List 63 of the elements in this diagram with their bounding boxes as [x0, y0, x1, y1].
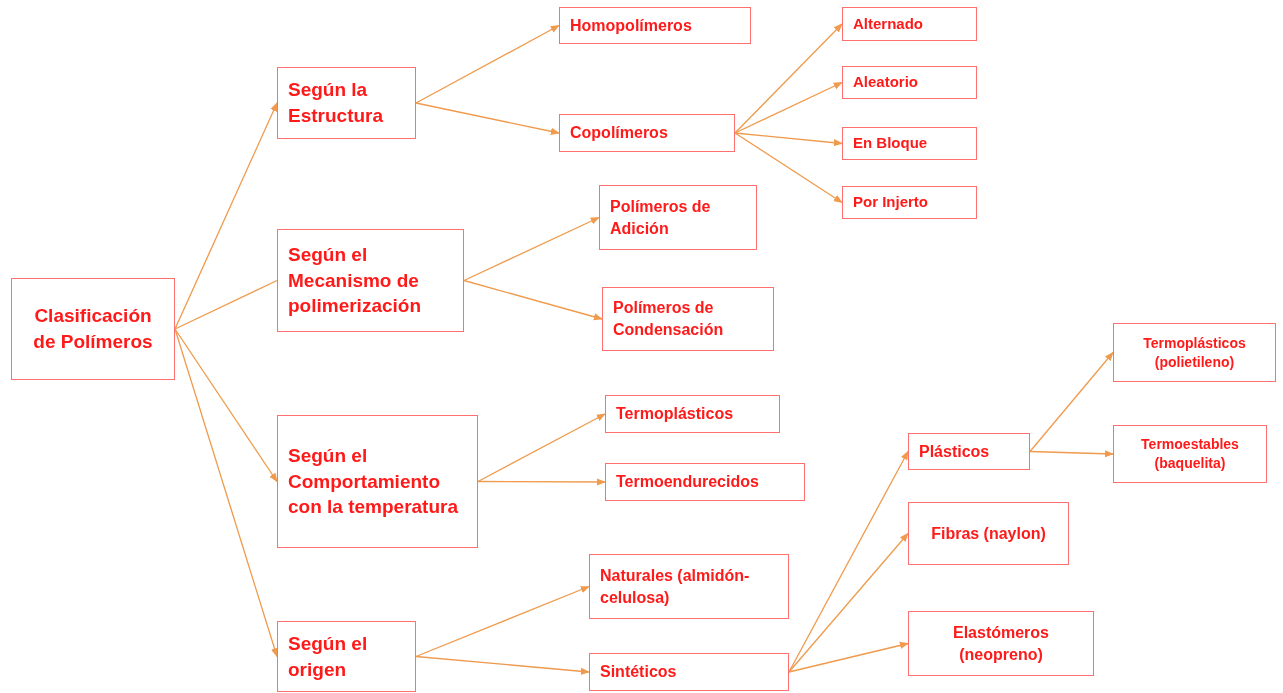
category-label: Clasificación de Polímeros — [32, 304, 154, 354]
arrow — [415, 24, 560, 104]
arrow — [734, 23, 843, 134]
category-label: Termoplásticos — [616, 404, 734, 425]
category-label: Según el Comportamiento con la temperatura — [288, 444, 459, 520]
arrow — [174, 328, 278, 483]
category-label: Polímeros de Adición — [610, 196, 712, 239]
arrow — [1029, 351, 1114, 453]
category-box — [589, 653, 789, 691]
category-label: Sintéticos — [600, 662, 677, 683]
category-label: Termoplásticos (polietileno) — [1142, 333, 1247, 372]
category-box — [1113, 425, 1267, 483]
category-box — [599, 185, 757, 250]
arrow — [1029, 450, 1114, 458]
category-label: Polímeros de Condensación — [613, 298, 725, 340]
category-box — [605, 463, 805, 501]
category-label: Aleatorio — [853, 72, 918, 93]
arrow — [734, 132, 843, 147]
arrow — [463, 216, 600, 282]
category-label: En Bloque — [853, 133, 928, 154]
arrow — [477, 413, 606, 483]
category-label: Fibras (naylon) — [931, 523, 1046, 544]
category-box — [277, 415, 478, 548]
category-label: Alternado — [853, 13, 923, 34]
category-box — [559, 114, 735, 152]
category-box — [842, 186, 977, 219]
category-label: Elastómeros (neopreno) — [951, 622, 1050, 665]
arrow — [415, 102, 560, 135]
arrow — [174, 328, 279, 658]
category-box — [842, 7, 977, 41]
category-box — [602, 287, 774, 351]
arrow — [734, 132, 843, 204]
arrow — [788, 641, 909, 673]
category-box — [277, 229, 464, 332]
arrow — [734, 81, 843, 134]
category-box — [842, 127, 977, 160]
category-box — [842, 66, 977, 99]
category-label: Homopolímeros — [570, 15, 692, 36]
category-box — [908, 611, 1094, 676]
arrow — [463, 279, 603, 321]
category-label: Plásticos — [919, 441, 990, 462]
category-box — [908, 502, 1069, 565]
arrow — [415, 655, 590, 675]
category-box — [277, 621, 416, 692]
category-label: Por Injerto — [853, 192, 928, 213]
arrow — [788, 532, 909, 673]
arrow — [477, 478, 606, 486]
category-label: Según el origen — [288, 631, 369, 682]
category-box — [908, 433, 1030, 470]
category-box — [11, 278, 175, 380]
category-label: Naturales (almidón-celulosa) — [600, 565, 751, 608]
category-box — [605, 395, 780, 433]
category-box — [559, 7, 751, 44]
category-box — [589, 554, 789, 619]
category-label: Según la Estructura — [288, 78, 385, 128]
category-label: Termoestables (baquelita) — [1140, 435, 1240, 473]
category-label: Termoendurecidos — [616, 472, 759, 493]
category-box — [1113, 323, 1276, 382]
arrow — [415, 585, 590, 658]
category-box — [277, 67, 416, 139]
category-label: Según el Mecanismo de polimerización — [288, 243, 423, 319]
arrow — [174, 102, 278, 330]
category-label: Copolímeros — [570, 123, 668, 144]
